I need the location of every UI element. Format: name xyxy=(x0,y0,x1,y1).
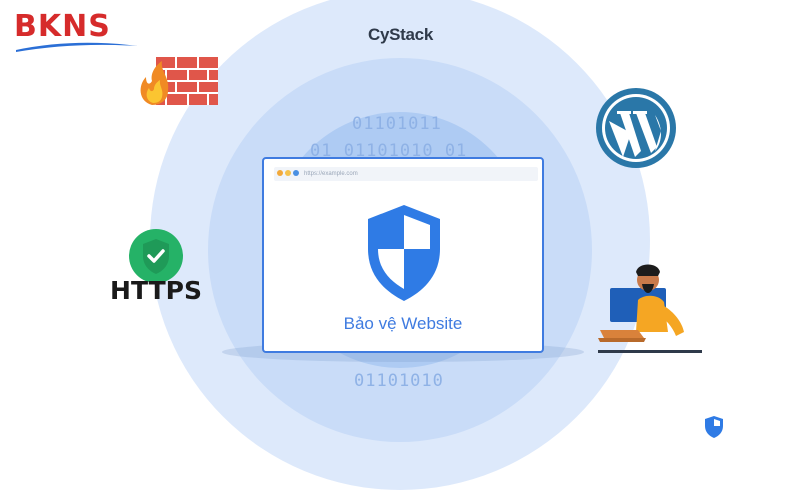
https-shield-icon xyxy=(129,229,183,283)
shield-icon xyxy=(368,205,440,301)
brand-swoosh-icon xyxy=(16,42,138,52)
brand-name: BKNS xyxy=(14,9,111,44)
page-title: Bảo vệ Website xyxy=(343,314,463,333)
wordpress-icon xyxy=(596,88,676,168)
https-label: HTTPS xyxy=(110,276,202,305)
partner-logo: CyStack xyxy=(368,25,433,44)
url-text: https://example.com xyxy=(304,171,358,177)
window-dot-icon xyxy=(277,170,283,176)
window-dot-icon xyxy=(293,170,299,176)
window-dot-icon xyxy=(285,170,291,176)
address-bar[interactable] xyxy=(274,167,538,181)
browser-window: https://example.com Bảo vệ Website xyxy=(262,157,544,353)
brand-logo: BKNS xyxy=(14,9,138,52)
firewall-icon xyxy=(140,57,218,105)
small-shield-icon xyxy=(705,416,723,438)
binary-text-row: 01 01101010 01 xyxy=(310,141,468,161)
developer-illustration xyxy=(598,264,702,353)
binary-text-row: 01101011 xyxy=(352,114,442,134)
binary-text-row: 01101010 xyxy=(354,371,444,391)
